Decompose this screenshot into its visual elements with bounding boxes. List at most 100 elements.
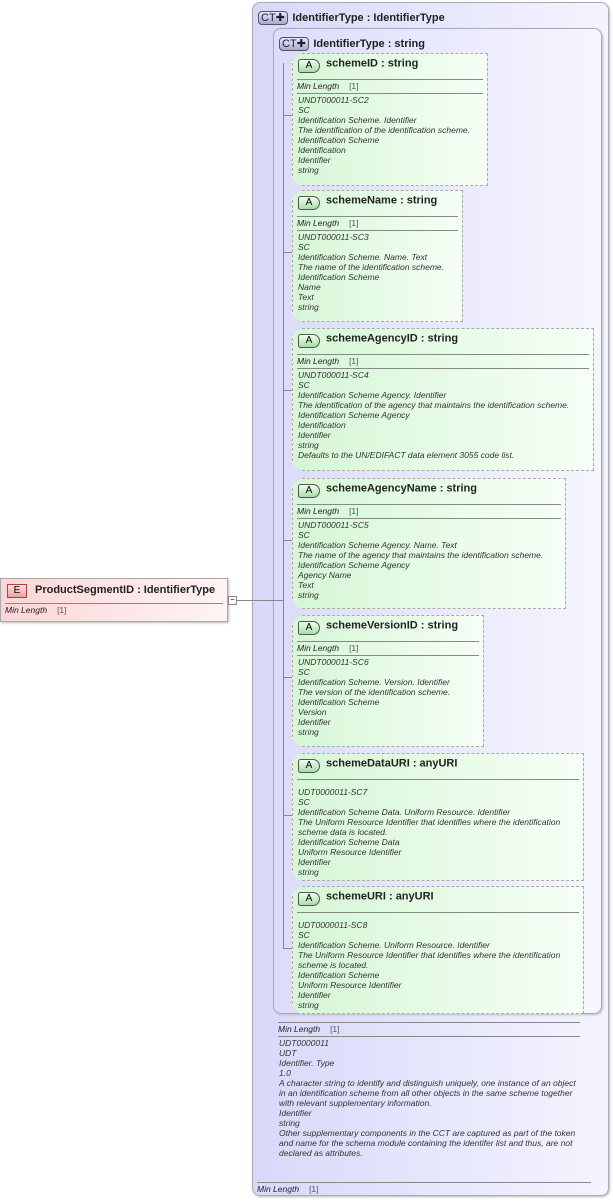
doc-line: Name xyxy=(298,282,321,292)
facet-value: [1] xyxy=(57,605,67,615)
attribute-min-length: Min Length [1] xyxy=(297,216,458,231)
doc-line: Identification Scheme Data. Uniform Reso… xyxy=(298,807,511,817)
doc-line: Identification Scheme Agency. Identifier xyxy=(298,390,447,400)
doc-line: Identification Scheme xyxy=(298,697,380,707)
doc-line: Identification Scheme. Version. Identifi… xyxy=(298,677,450,687)
facet-value: [1] xyxy=(309,1184,319,1194)
doc-line: Identification Scheme. Uniform Resource.… xyxy=(298,940,490,950)
connector-line xyxy=(283,540,292,541)
doc-line: Identification xyxy=(298,420,346,430)
doc-line: SC xyxy=(298,667,310,677)
connector-line xyxy=(283,252,292,253)
doc-line: Identification Scheme. Identifier xyxy=(298,115,417,125)
complex-type-icon: CT✚ xyxy=(279,37,309,51)
doc-line: UDT0000011-SC8 xyxy=(298,920,368,930)
doc-line: string xyxy=(298,590,319,600)
attribute-name: schemeID : string xyxy=(326,57,419,70)
connector-line xyxy=(236,600,284,601)
doc-line: UNDT000011-SC5 xyxy=(298,520,369,530)
attribute-badge: A xyxy=(298,59,320,73)
attribute-min-length: Min Length [1] xyxy=(297,354,589,369)
connector-line xyxy=(283,948,292,949)
attribute-badge: A xyxy=(298,759,320,773)
connector-line xyxy=(283,815,292,816)
doc-line: string xyxy=(298,302,319,312)
collapse-toggle[interactable]: − xyxy=(228,596,237,605)
facet-value: [1] xyxy=(349,356,359,366)
doc-line: Identification Scheme xyxy=(298,970,380,980)
attribute-badge: A xyxy=(298,621,320,635)
doc-line: Identification Scheme Agency xyxy=(298,560,410,570)
attribute-min-length: Min Length[1] xyxy=(297,641,479,656)
attribute-badge: A xyxy=(298,892,320,906)
facet-label: Min Length xyxy=(257,1184,300,1194)
facet-value: [1] xyxy=(349,218,359,228)
doc-line: UDT0000011 xyxy=(279,1038,329,1048)
connector-line xyxy=(283,677,292,678)
attribute-name: schemeURI : anyURI xyxy=(326,890,434,903)
doc-line: Identification Scheme Data xyxy=(298,837,400,847)
attribute-name: schemeName : string xyxy=(326,194,438,207)
element-title: ProductSegmentID : IdentifierType xyxy=(35,584,216,596)
facet-label: Min Length xyxy=(297,506,340,516)
doc-line: Identifier. Type xyxy=(279,1058,335,1068)
doc-line: SC xyxy=(298,930,310,940)
facet-value: [1] xyxy=(349,506,359,516)
doc-line: Text xyxy=(298,292,314,302)
complex-type-icon: CT✚ xyxy=(258,11,288,25)
doc-line: SC xyxy=(298,380,310,390)
doc-line: The identification of the identification… xyxy=(298,125,470,135)
connector-line xyxy=(283,390,292,391)
doc-line: UNDT000011-SC6 xyxy=(298,657,369,667)
doc-line: A character string to identify and disti… xyxy=(279,1078,579,1108)
doc-line: Identifier xyxy=(298,155,331,165)
doc-line: string xyxy=(298,440,319,450)
doc-line: Identification Scheme. Name. Text xyxy=(298,252,428,262)
connector-line xyxy=(283,115,292,116)
doc-line: string xyxy=(298,1000,319,1010)
doc-line: UDT0000011-SC7 xyxy=(298,787,368,797)
facet-value: [1] xyxy=(349,81,359,91)
element-box[interactable]: E ProductSegmentID : IdentifierType Min L… xyxy=(0,578,228,622)
facet-label: Min Length xyxy=(297,356,340,366)
doc-line: Identification Scheme Agency xyxy=(298,410,410,420)
doc-line: UNDT000011-SC3 xyxy=(298,232,369,242)
facet-value: [1] xyxy=(349,643,359,653)
doc-line: string xyxy=(279,1118,300,1128)
element-badge: E xyxy=(7,584,27,598)
doc-line: Identification xyxy=(298,145,346,155)
doc-line: The name of the identification scheme. xyxy=(298,262,444,272)
doc-line: Identification Scheme xyxy=(298,272,380,282)
attribute-name: schemeAgencyID : string xyxy=(326,332,459,345)
facet-label: Min Length xyxy=(297,218,340,228)
doc-line: SC xyxy=(298,797,310,807)
divider xyxy=(297,779,579,780)
doc-line: Defaults to the UN/EDIFACT data element … xyxy=(298,450,515,460)
inner-type-title: IdentifierType : string xyxy=(313,38,425,50)
doc-line: 1.0 xyxy=(279,1068,291,1078)
outer-type-title: IdentifierType : IdentifierType xyxy=(292,12,445,24)
doc-line: The version of the identification scheme… xyxy=(298,687,451,697)
doc-line: string xyxy=(298,727,319,737)
facet-label: Min Length xyxy=(5,605,48,615)
connector-line xyxy=(283,63,284,948)
doc-line: The name of the agency that maintains th… xyxy=(298,550,544,560)
attribute-min-length: Min Length [1] xyxy=(297,504,561,519)
facet-value: [1] xyxy=(330,1024,340,1034)
outer-min-length: Min Length [1] xyxy=(257,1182,591,1196)
attribute-badge: A xyxy=(298,196,320,210)
doc-line: The Uniform Resource Identifier that ide… xyxy=(298,817,563,837)
attribute-name: schemeDataURI : anyURI xyxy=(326,757,458,770)
